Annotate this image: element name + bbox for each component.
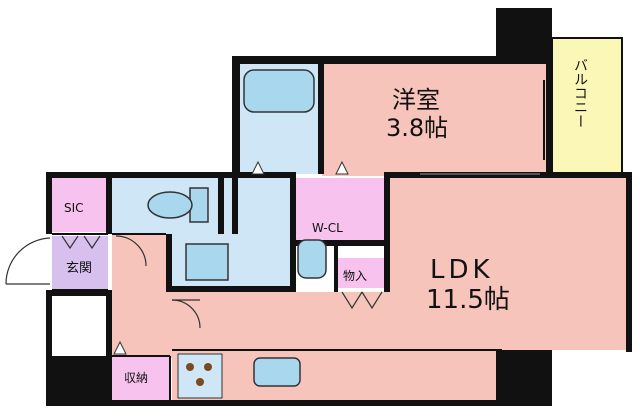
thin-walls [52, 80, 629, 402]
kitchen-counter [172, 350, 502, 402]
toilet-icon [147, 187, 209, 223]
stove-icon [177, 353, 223, 399]
storage-closet-label: 物入 [343, 269, 367, 283]
storage-floor [112, 356, 170, 402]
door-markers [113, 160, 349, 355]
entrance-label: 玄関 [66, 261, 92, 276]
shoe-closet-label: SIC [64, 201, 84, 215]
balcony-floor [551, 37, 623, 177]
storage-closet-floor [338, 258, 384, 288]
shoe-closet-floor [52, 178, 108, 232]
balcony-label: バルコニー [572, 58, 588, 128]
ldk-name: LDK [430, 255, 494, 285]
washer-pan-icon [185, 243, 229, 281]
storage-label: 収納 [124, 371, 148, 385]
ldk-size: 11.5帖 [426, 285, 510, 315]
bathtub-icon [243, 69, 315, 113]
wash-basin-icon [297, 239, 327, 279]
hallway-floor [112, 234, 172, 358]
door-swings [5, 235, 383, 329]
western-room-size: 3.8帖 [386, 114, 448, 142]
entrance-floor [52, 236, 108, 290]
western-room-name: 洋室 [392, 86, 440, 114]
kitchen-sink-icon [253, 357, 301, 387]
walk-in-closet-floor [296, 178, 388, 242]
walk-in-closet-label: W-CL [312, 221, 343, 235]
ldk-floor-lower [172, 292, 502, 350]
western-room-floor [322, 64, 548, 176]
